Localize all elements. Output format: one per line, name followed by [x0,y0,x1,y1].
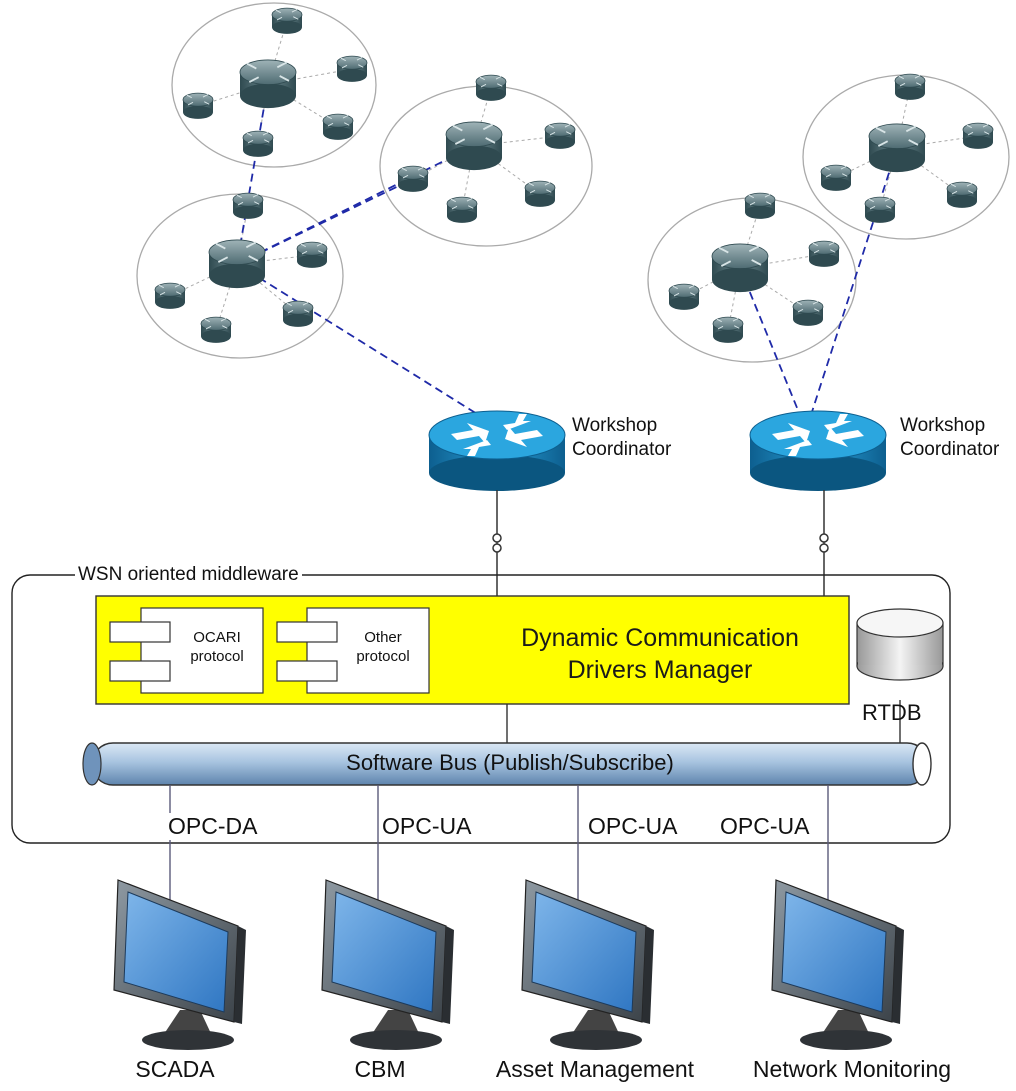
sensor-node-icon [946,181,978,208]
software-bus [82,742,932,786]
sensor-node-icon [154,282,186,309]
other-protocol-component [276,607,430,694]
connection-label: OPC-UA [718,813,812,840]
sensor-node-icon [808,240,840,267]
monitor-icon [521,879,654,1050]
cluster-heads [208,59,926,293]
rtdb-label: RTDB [862,700,922,725]
sensor-node-icon [182,92,214,119]
software-bus-label: Software Bus (Publish/Subscribe) [346,750,674,775]
drivers-manager-line1: Dynamic Communication [521,624,799,652]
sensor-node-icon [282,300,314,327]
monitor-icon [321,879,454,1050]
cluster-circle [171,2,377,168]
cluster-head-router-icon [868,123,926,173]
cluster-head-router-icon [445,121,503,171]
sensor-node-icon [668,283,700,310]
sensor-node-icon [544,122,576,149]
sensor-nodes [154,7,994,343]
client-label-network-monitoring: Network Monitoring [752,1056,952,1082]
sensor-clusters [136,2,1010,363]
cluster-head-router-icon [711,243,769,293]
sensor-node-icon [336,55,368,82]
connection-label: OPC-DA [166,813,260,840]
sensor-node-icon [792,299,824,326]
coordinator-label-line2: Coordinator [572,439,672,460]
client-label-scada: SCADA [135,1056,215,1082]
other-protocol-label: Other protocol [337,628,429,666]
sensor-node-icon [296,241,328,268]
sensor-node-icon [712,316,744,343]
coordinator-label-right: Workshop Coordinator [900,414,999,462]
coordinator-label-line2: Coordinator [900,439,1000,460]
sensor-node-icon [864,196,896,223]
router-arrows-icon [772,414,864,456]
coordinator-left [428,410,566,491]
sensor-node-icon [820,164,852,191]
ocari-protocol-label: OCARI protocol [171,628,263,666]
client-monitors [113,879,904,1050]
connection-label: OPC-UA [380,813,474,840]
coordinator-label-left: Workshop Coordinator [572,414,671,462]
monitor-icon [771,879,904,1050]
sensor-node-icon [322,113,354,140]
protocol-suffix: protocol [356,648,410,665]
middleware-title: WSN oriented middleware [75,564,302,586]
protocol-name: Other [364,629,402,646]
protocol-suffix: protocol [190,648,244,665]
sensor-node-icon [232,192,264,219]
middleware-container [11,574,951,844]
bus-connectors [506,700,901,743]
sensor-node-icon [271,7,303,34]
sensor-node-icon [397,165,429,192]
cluster-head-router-icon [208,239,266,289]
coordinator-label-line1: Workshop [572,415,658,436]
drivers-manager-line2: Drivers Manager [567,656,753,684]
client-label-cbm: CBM [354,1056,406,1082]
sensor-node-icon [744,192,776,219]
sensor-node-icon [446,196,478,223]
drivers-manager-label: Dynamic Communication Drivers Manager [470,622,850,686]
coordinator-connectors [492,490,829,596]
sensor-node-icon [475,74,507,101]
client-label-asset-management: Asset Management [495,1056,695,1082]
client-links [169,785,829,900]
mesh-links [236,83,898,423]
router-arrows-icon [451,414,543,456]
connection-label: OPC-UA [586,813,680,840]
sensor-node-icon [242,130,274,157]
coordinator-label-line1: Workshop [900,415,986,436]
protocol-name: OCARI [193,629,241,646]
sensor-node-icon [524,180,556,207]
sensor-node-icon [894,73,926,100]
sensor-node-icon [962,122,994,149]
ocari-protocol-component [109,607,264,694]
cluster-head-router-icon [239,59,297,109]
monitor-icon [113,879,246,1050]
coordinator-right [749,410,887,491]
sensor-node-icon [200,316,232,343]
rtdb-database-icon [856,608,944,681]
